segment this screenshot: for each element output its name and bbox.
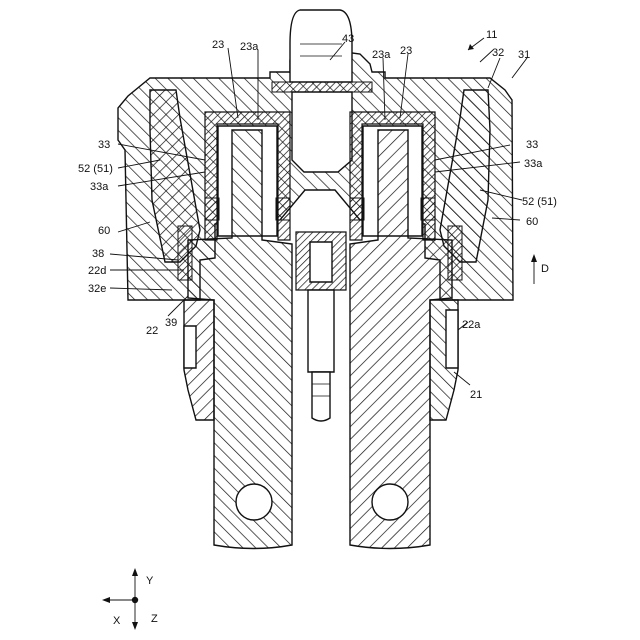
label-23a-left: 23a [240, 41, 259, 53]
label-22a: 22a [462, 319, 481, 331]
label-60-left: 60 [98, 225, 110, 237]
label-21: 21 [470, 389, 482, 401]
axis-label-x: X [113, 615, 121, 627]
hex-head [290, 10, 352, 82]
direction-d-arrow [531, 254, 537, 284]
label-32: 32 [492, 47, 504, 59]
label-33a-right: 33a [524, 158, 543, 170]
label-33a-left: 33a [90, 181, 109, 193]
pin-hole-right [372, 484, 408, 520]
label-52-left: 52 (51) [78, 163, 113, 175]
label-33-right: 33 [526, 139, 538, 151]
washer [272, 82, 372, 92]
label-22: 22 [146, 325, 158, 337]
label-52-right: 52 (51) [522, 196, 557, 208]
label-23-right: 23 [400, 45, 412, 57]
lower-shell-left [184, 300, 214, 420]
label-43: 43 [342, 33, 354, 45]
label-22d: 22d [88, 265, 106, 277]
label-23-left: 23 [212, 39, 224, 51]
lower-shell-right [430, 300, 458, 420]
axis-label-z: Z [151, 613, 158, 625]
axis-label-y: Y [146, 575, 154, 587]
label-23a-right: 23a [372, 49, 391, 61]
label-D: D [541, 263, 549, 275]
centre-cavity [292, 92, 352, 172]
label-32e: 32e [88, 283, 106, 295]
label-60-right: 60 [526, 216, 538, 228]
label-31: 31 [518, 49, 530, 61]
pin-hole-left [236, 484, 272, 520]
label-33-left: 33 [98, 139, 110, 151]
axis-indicator: Y X Z [102, 568, 158, 630]
arrow-11 [468, 38, 484, 50]
label-11: 11 [486, 29, 497, 41]
centre-stem [296, 232, 346, 421]
label-38: 38 [92, 248, 104, 260]
label-39: 39 [165, 317, 177, 329]
